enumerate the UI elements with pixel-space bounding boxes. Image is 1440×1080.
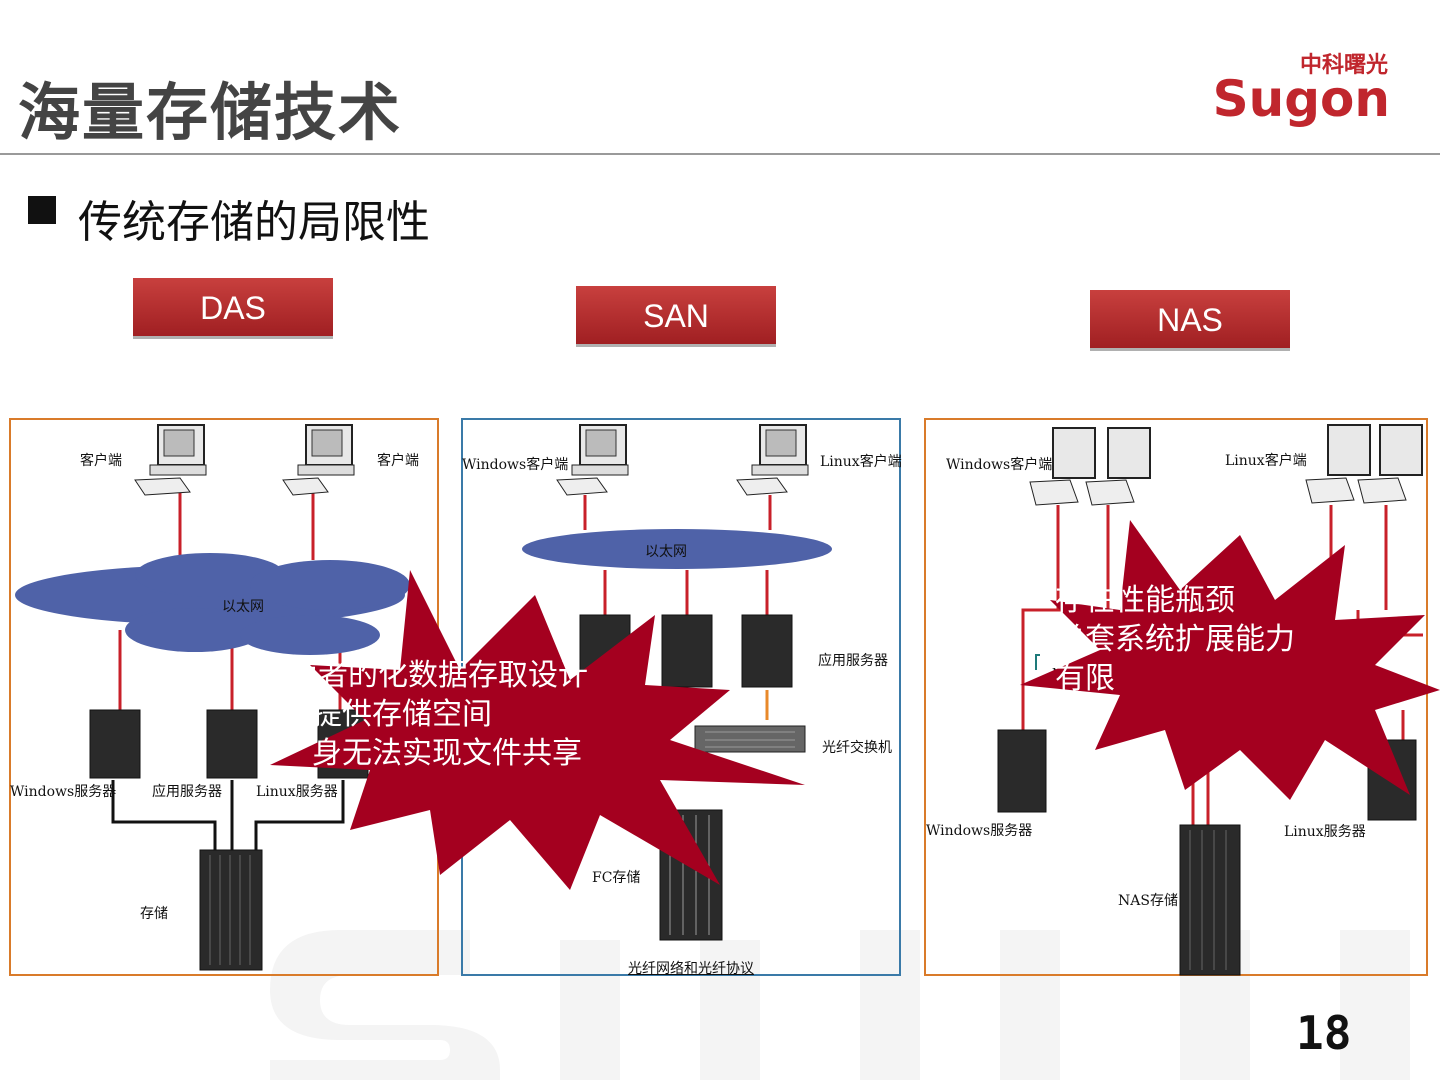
- slide-subtitle: 传统存储的局限性: [78, 197, 430, 248]
- san-server-3: [741, 614, 793, 688]
- san-fc-switch: [694, 725, 806, 753]
- das-server-windows: [89, 709, 141, 779]
- san-fc-storage-label: FC存储: [592, 870, 641, 886]
- das-server-windows-label: Windows服务器: [10, 784, 117, 800]
- san-caption: 光纤网络和光纤协议: [628, 961, 754, 977]
- das-cloud: [15, 553, 410, 655]
- tag-das: DAS: [133, 278, 333, 336]
- san-client-pc-linux: [736, 424, 809, 496]
- das-client-left-label: 客户端: [80, 453, 122, 469]
- san-fc-switch-label: 光纤交换机: [822, 740, 892, 756]
- das-callout-burst: [270, 570, 805, 890]
- nas-server-linux-label: Linux服务器: [1284, 824, 1366, 840]
- das-server-app-label: 应用服务器: [152, 784, 222, 800]
- san-network-label: 以太网: [645, 544, 687, 560]
- das-callout-line-1: 为者的化数据存取设计: [288, 658, 588, 693]
- das-storage-label: 存储: [140, 906, 168, 922]
- nas-storage-label: NAS存储: [1118, 893, 1178, 909]
- page-number: 18: [1296, 1006, 1352, 1060]
- nas-client-linux-label: Linux客户端: [1225, 453, 1307, 469]
- das-storage-rack: [199, 849, 263, 971]
- nas-client-pcs-windows: [1029, 427, 1151, 506]
- das-network-label: 以太网: [222, 599, 264, 615]
- nas-diagram: [924, 418, 1428, 976]
- das-callout-line-2: 提供存储空间: [312, 697, 492, 732]
- nas-callout-line-2: 单套系统扩展能力: [1055, 622, 1295, 657]
- san-client-linux-label: Linux客户端: [820, 454, 902, 470]
- das-client-right-label: 客户端: [377, 453, 419, 469]
- tag-san: SAN: [576, 286, 776, 344]
- nas-frame: [924, 418, 1428, 976]
- nas-server-windows: [997, 729, 1047, 813]
- nas-callout-burst: [1020, 520, 1440, 800]
- slide-title: 海量存储技术: [18, 76, 403, 149]
- san-diagram: [461, 418, 901, 976]
- das-client-pc-right: [282, 424, 355, 496]
- san-client-windows-label: Windows客户端: [462, 457, 569, 473]
- san-server-2: [661, 614, 713, 688]
- nas-client-windows-label: Windows客户端: [946, 457, 1053, 473]
- title-divider: [0, 153, 1440, 155]
- nas-storage-rack: [1179, 824, 1241, 976]
- san-client-pc-windows: [556, 424, 629, 496]
- nas-server-windows-label: Windows服务器: [926, 823, 1033, 839]
- nas-callout-line-1: 存在性能瓶颈: [1055, 583, 1235, 618]
- das-client-pc-left: [134, 424, 207, 496]
- san-app-server-label: 应用服务器: [818, 653, 888, 669]
- das-server-linux-label: Linux服务器: [256, 784, 338, 800]
- sugon-logo: 中科曙光 Sugon: [1213, 53, 1390, 128]
- das-callout-line-3: 身无法实现文件共享: [312, 736, 582, 771]
- nas-callout-line-3: 有限: [1055, 661, 1115, 696]
- san-cloud: [522, 529, 832, 569]
- svg-text:Sugon: Sugon: [1213, 70, 1390, 128]
- svg-text:中科曙光: 中科曙光: [1300, 53, 1388, 78]
- das-server-app: [206, 709, 258, 779]
- bullet-square: [28, 196, 56, 224]
- nas-client-pcs-linux: [1305, 424, 1423, 504]
- tag-nas: NAS: [1090, 290, 1290, 348]
